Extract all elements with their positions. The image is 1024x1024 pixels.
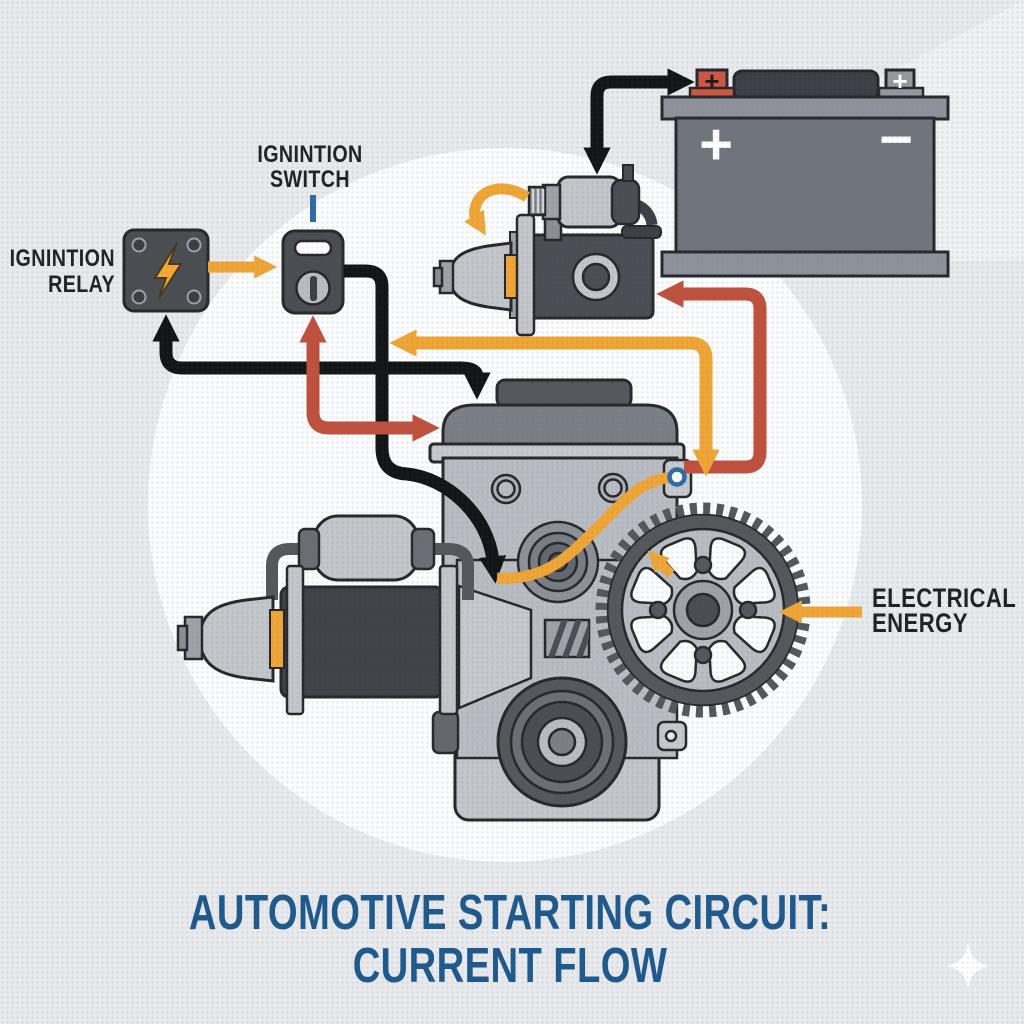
svg-text:IGNINTION: IGNINTION (257, 140, 362, 167)
battery-bottom-ledge (660, 250, 950, 278)
mount-bracket (438, 564, 459, 716)
gear-spoke-cutout (630, 566, 674, 606)
gear-bolt-holes (648, 555, 758, 665)
solenoid-cap (410, 527, 436, 571)
ignition-relay (122, 228, 210, 313)
switch-pointer-tick (310, 195, 316, 222)
current-flow-wires (152, 68, 862, 624)
starter-motor-solenoid-unit (432, 164, 662, 337)
ignition-switch (281, 195, 345, 315)
wire-battery-to-starter (583, 68, 695, 175)
svg-text:ELECTRICAL: ELECTRICAL (872, 584, 1016, 614)
gear-spoke-cutout (707, 639, 747, 683)
wire-energy-return (389, 329, 720, 477)
solenoid-cap (297, 527, 321, 571)
gear-spoke-cutout (659, 639, 699, 683)
gear-spoke-cutout (707, 537, 747, 581)
electrical-energy-label: ELECTRICAL ENERGY (872, 584, 1016, 639)
pinion-rotation-arrow (464, 183, 530, 236)
nose-tip (176, 624, 189, 652)
svg-text:RELAY: RELAY (48, 270, 115, 297)
wire-through-engine (496, 471, 675, 584)
starter-cable (428, 543, 474, 600)
svg-text:IGNINTION: IGNINTION (10, 244, 115, 271)
crank-pulley (496, 676, 628, 808)
ignition-switch-label: IGNINTION SWITCH (257, 140, 362, 192)
yellow-band (269, 609, 285, 669)
key-slot-icon (310, 276, 317, 301)
sparkle-icon (947, 942, 989, 989)
wire-engine-to-switch (299, 315, 440, 442)
title-line-2: CURRENT FLOW (353, 939, 668, 994)
svg-text:ENERGY: ENERGY (872, 609, 968, 639)
wire-engine-to-solenoid (656, 280, 767, 474)
positive-terminal-mark: + (704, 66, 719, 96)
bell-housing (457, 584, 533, 710)
starter-body (279, 585, 445, 699)
elbow-foot (621, 225, 662, 239)
motor-cap (610, 178, 641, 226)
nose-tip (432, 266, 444, 288)
gear-spoke-cutout (732, 566, 776, 606)
gear-spoke-cutout (732, 614, 776, 654)
battery-lid (732, 69, 880, 101)
worm-threads (548, 620, 589, 657)
battery-plus-symbol: + (699, 112, 733, 177)
relay-bolt-holes (131, 237, 202, 305)
mount-bracket (285, 564, 305, 716)
diagram-title: AUTOMOTIVE STARTING CIRCUIT: CURRENT FLO… (189, 886, 831, 994)
starter-mount-block (431, 710, 460, 755)
motor-cylinder (556, 175, 622, 229)
gear-spokes (630, 537, 776, 683)
starter-motor-engine (176, 514, 474, 716)
battery-minus-symbol: − (879, 107, 913, 172)
switch-slot (293, 239, 333, 257)
title-line-1: AUTOMOTIVE STARTING CIRCUIT: (189, 886, 831, 941)
motor-pin (622, 164, 634, 182)
starter-solenoid (312, 514, 420, 582)
gear-spoke-cutout (630, 614, 674, 654)
ignition-relay-label: IGNINTION RELAY (10, 244, 115, 297)
lightning-icon (153, 242, 183, 299)
svg-text:SWITCH: SWITCH (270, 165, 350, 192)
connector-dot-icon (667, 467, 687, 487)
gear-rotation-arrow (647, 550, 675, 578)
battery-body (674, 116, 936, 256)
battery: + + + − (660, 66, 950, 278)
starter-cable (266, 543, 309, 600)
mount-plate (515, 213, 536, 337)
valve-cover-cap (495, 378, 633, 409)
negative-terminal-mark: + (892, 66, 907, 96)
pinion-ribs (531, 189, 545, 213)
